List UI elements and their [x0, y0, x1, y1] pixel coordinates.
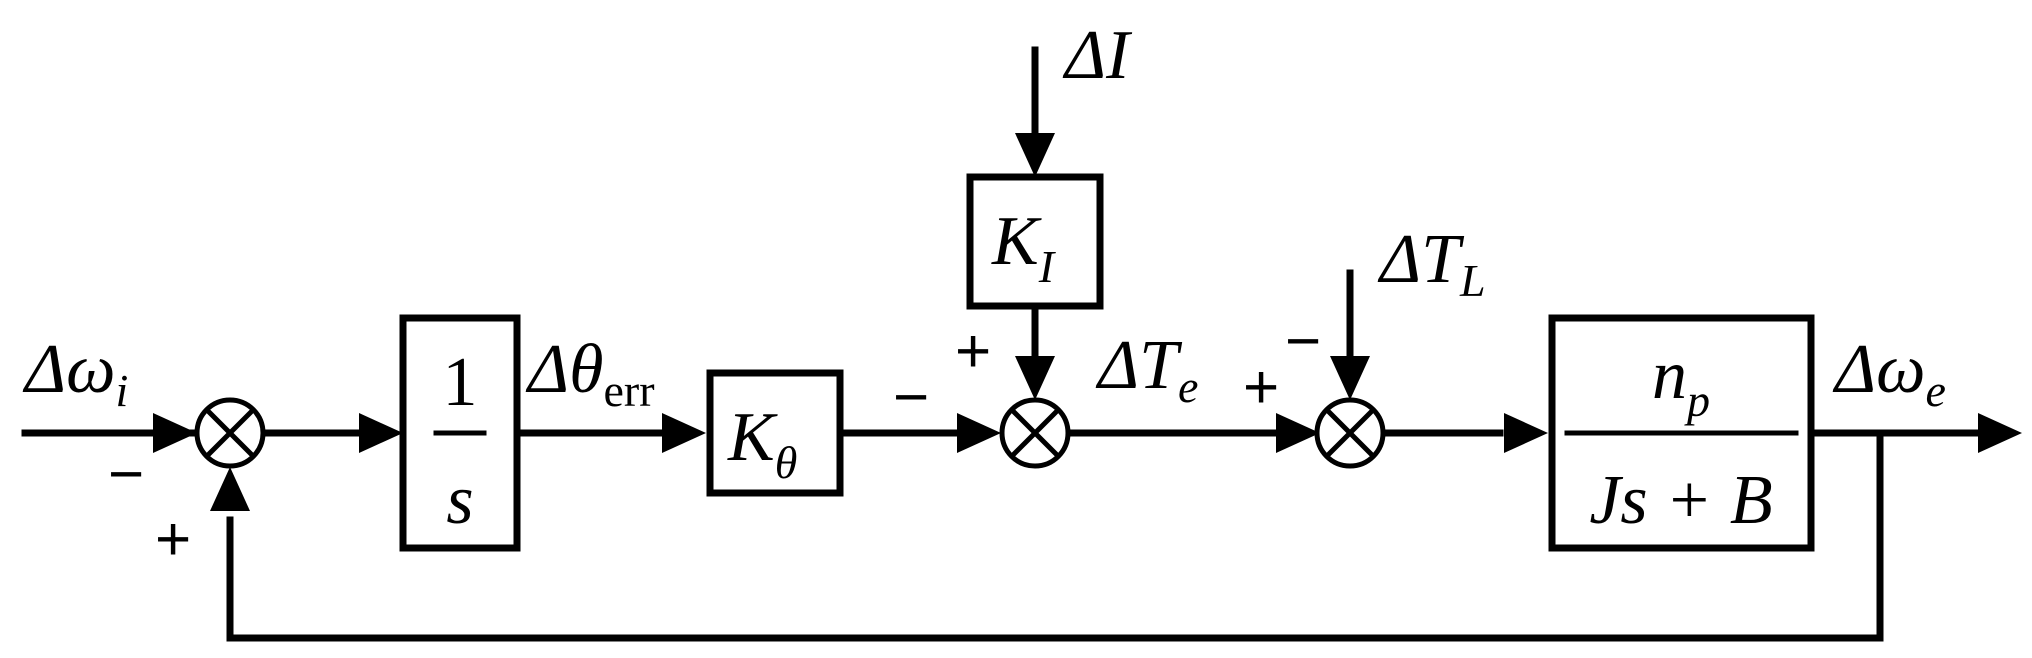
label-torque-e: ΔTe — [1095, 327, 1198, 412]
k-theta-label: Kθ — [727, 399, 797, 488]
label-omega-i: Δωi — [22, 331, 128, 416]
plant-denominator: Js + B — [1589, 462, 1772, 539]
arrow-output — [1978, 413, 2022, 453]
arrow-into-plant — [1504, 413, 1548, 453]
integrator-block: 1 s — [399, 314, 521, 552]
arrow-into-sum1 — [153, 413, 197, 453]
sign-sum2-top: + — [955, 317, 991, 386]
label-omega-e: Δωe — [1832, 331, 1946, 416]
k-theta-block: Kθ — [706, 369, 844, 497]
plant-block: np Js + B — [1548, 314, 1815, 552]
arrow-into-sum2 — [957, 413, 1001, 453]
summing-junction-3 — [1314, 397, 1386, 469]
signal-lines — [21, 46, 1979, 642]
arrow-tl-into-sum3 — [1330, 356, 1370, 400]
sign-sum3-left: + — [1243, 353, 1279, 422]
summing-junction-2 — [999, 397, 1071, 469]
arrow-into-ktheta — [662, 413, 706, 453]
label-delta-i: ΔI — [1062, 17, 1133, 94]
integrator-numerator: 1 — [443, 344, 478, 421]
sign-sum3-top: − — [1285, 307, 1321, 376]
arrow-into-integrator — [359, 413, 403, 453]
label-theta-err: Δθerr — [525, 331, 655, 416]
integrator-denominator: s — [446, 462, 473, 539]
arrow-feedback-into-sum1 — [210, 467, 250, 511]
sign-sum2-left: − — [893, 363, 929, 432]
label-torque-l: ΔTL — [1377, 221, 1486, 306]
arrow-into-ki — [1015, 133, 1055, 177]
sign-sum1-input: − — [108, 440, 144, 509]
plant-numerator: np — [1652, 337, 1710, 426]
k-i-label: KI — [991, 203, 1057, 292]
k-i-block: KI — [966, 173, 1104, 310]
summing-junction-1 — [194, 397, 266, 469]
arrow-into-sum3 — [1276, 413, 1320, 453]
sign-sum1-feedback: + — [155, 505, 191, 574]
feedback-line — [226, 429, 1884, 642]
arrow-ki-into-sum2 — [1015, 356, 1055, 400]
